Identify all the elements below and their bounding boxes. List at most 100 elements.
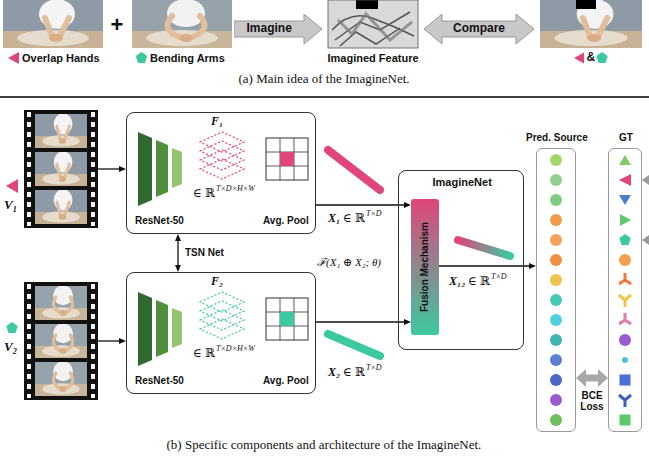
feature-bar bbox=[328, 334, 380, 356]
math-label: ∈ ℝ bbox=[343, 212, 365, 226]
drawing-part bbox=[550, 354, 562, 366]
node-text: Compare bbox=[453, 22, 505, 36]
node-text: X₁₂ bbox=[449, 275, 465, 289]
drawing-part bbox=[550, 174, 562, 186]
drawing-part bbox=[550, 314, 562, 326]
drawing-part bbox=[620, 214, 631, 226]
drawing-part bbox=[619, 334, 631, 346]
video-clip: V₂ bbox=[24, 282, 98, 400]
imagined-feature-map bbox=[328, 0, 418, 48]
film-strip bbox=[24, 282, 98, 400]
caption: (a) Main idea of the ImagineNet. bbox=[239, 72, 410, 87]
cnn-layers bbox=[138, 292, 308, 366]
class-symbol bbox=[574, 53, 584, 64]
connector bbox=[316, 321, 404, 322]
prediction-dots bbox=[550, 154, 562, 426]
class-symbol bbox=[6, 179, 18, 193]
node-text: Avg. Pool bbox=[263, 375, 309, 387]
drawing-part bbox=[550, 254, 562, 266]
drawing-part bbox=[619, 254, 631, 266]
separator bbox=[0, 96, 649, 98]
node-text: ResNet-50 bbox=[135, 375, 184, 387]
class-symbol bbox=[6, 322, 17, 333]
drawing-part bbox=[550, 234, 562, 246]
node-text: T×D bbox=[491, 272, 507, 281]
imaginenet-box: Fusion MechanismImagineNetX₁₂∈ ℝT×D bbox=[398, 170, 524, 350]
node-text: T×D×H×W bbox=[216, 344, 255, 353]
drawing-part bbox=[576, 0, 596, 9]
backbone-box: F₁∈ ℝT×D×H×WResNet-50Avg. Pool bbox=[126, 112, 316, 234]
action-label: Overlap Hands bbox=[22, 52, 100, 65]
class-symbol bbox=[136, 52, 147, 63]
node-text: T×D×H×W bbox=[216, 184, 255, 193]
drawing-part bbox=[550, 294, 562, 306]
connector bbox=[439, 265, 529, 266]
node-text: GT bbox=[619, 132, 633, 144]
pointer bbox=[642, 235, 649, 245]
feature-bar bbox=[458, 240, 510, 256]
edge-label: TSN Net bbox=[185, 247, 224, 259]
feature-tensor bbox=[200, 292, 294, 339]
ground-truth-column: GT bbox=[608, 148, 642, 432]
action-label: Bending Arms bbox=[150, 52, 225, 65]
drawing-part bbox=[328, 0, 418, 48]
drawing-part bbox=[550, 334, 562, 346]
node-text: Imagine bbox=[247, 22, 292, 36]
drawing-part bbox=[619, 395, 631, 407]
drawing-part bbox=[619, 295, 631, 307]
connector bbox=[98, 168, 119, 169]
arrow-outline bbox=[424, 14, 534, 44]
feature-bar bbox=[328, 150, 380, 190]
drawing-part bbox=[550, 214, 562, 226]
drawing-part bbox=[332, 12, 414, 46]
prediction-column: Pred. Source bbox=[536, 148, 576, 432]
drawing-part bbox=[619, 195, 631, 205]
math-label: ∈ ℝ bbox=[343, 366, 365, 380]
math-label: X₁ bbox=[328, 212, 340, 226]
connector bbox=[316, 204, 404, 205]
compare-arrow: Compare bbox=[424, 14, 534, 44]
drawing-part bbox=[540, 0, 642, 48]
drawing-part bbox=[619, 234, 630, 245]
image-label: Imagined Feature bbox=[328, 52, 419, 65]
ground-truth-symbols bbox=[619, 155, 631, 426]
photo bbox=[132, 0, 232, 48]
feature-tensor bbox=[200, 132, 294, 179]
node-text: Fusion Mechanism bbox=[419, 222, 431, 312]
video-clip: V₁ bbox=[24, 110, 98, 228]
combine-sign: & bbox=[587, 51, 596, 65]
drawing-part bbox=[550, 154, 562, 166]
plus-sign: + bbox=[111, 12, 124, 37]
math-superscript: T×D bbox=[366, 363, 382, 372]
drawing-part bbox=[550, 394, 562, 406]
backbone-box: F₂ ∈ ℝT×D×H×W ResNet-50 Avg. Pool bbox=[126, 272, 316, 394]
drawing-part bbox=[550, 274, 562, 286]
imagine-arrow: Imagine bbox=[234, 14, 322, 44]
node-text: V₁ bbox=[4, 198, 17, 213]
drawing-part bbox=[620, 375, 631, 386]
node-text: ResNet-50 bbox=[135, 215, 184, 227]
connector bbox=[586, 375, 598, 382]
node-text: Pred. Source bbox=[526, 132, 588, 144]
caption: (b) Specific components and architecture… bbox=[167, 438, 482, 453]
drawing-part bbox=[356, 0, 378, 9]
drawing-part bbox=[550, 194, 562, 206]
math-label: ℱ(X₁ ⊕ X₂; θ) bbox=[317, 256, 381, 269]
edge-label: BCE Loss bbox=[577, 390, 607, 412]
drawing-part bbox=[550, 374, 562, 386]
drawing-part bbox=[619, 174, 631, 186]
pointer bbox=[642, 175, 649, 185]
drawing-part bbox=[619, 273, 631, 284]
drawing-part bbox=[619, 155, 631, 165]
math-superscript: T×D bbox=[366, 209, 382, 218]
photo bbox=[3, 0, 103, 48]
photo bbox=[540, 0, 642, 48]
drawing-part bbox=[338, 14, 412, 40]
node-text: ∈ ℝ bbox=[193, 347, 215, 361]
node-text: F₂ bbox=[211, 275, 223, 289]
node-text: ∈ ℝ bbox=[193, 187, 215, 201]
class-symbol bbox=[596, 52, 607, 63]
node-text: ImagineNet bbox=[433, 176, 492, 189]
node-text: F₁ bbox=[211, 115, 223, 129]
